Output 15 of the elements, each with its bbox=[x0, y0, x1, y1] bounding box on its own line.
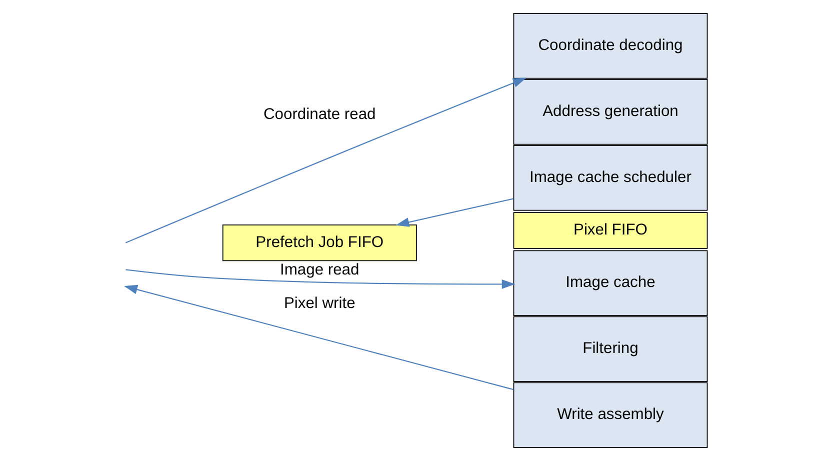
node-box: Coordinate decoding bbox=[512, 12, 708, 78]
node-box: Image cache bbox=[512, 250, 708, 316]
edge-label: Coordinate read bbox=[262, 105, 376, 122]
node-box: Image cache scheduler bbox=[512, 144, 708, 210]
edge-label: Image read bbox=[280, 260, 359, 278]
node-box: Prefetch Job FIFO bbox=[222, 224, 416, 261]
node-box: Write assembly bbox=[512, 382, 708, 448]
edge-label: Pixel write bbox=[283, 294, 355, 312]
arrow bbox=[395, 198, 513, 226]
arrow bbox=[125, 268, 515, 288]
arrow bbox=[124, 284, 514, 390]
node-box: Filtering bbox=[512, 316, 708, 382]
node-box: Address generation bbox=[512, 78, 708, 144]
arrow bbox=[124, 77, 526, 243]
node-box: Pixel FIFO bbox=[512, 212, 708, 248]
